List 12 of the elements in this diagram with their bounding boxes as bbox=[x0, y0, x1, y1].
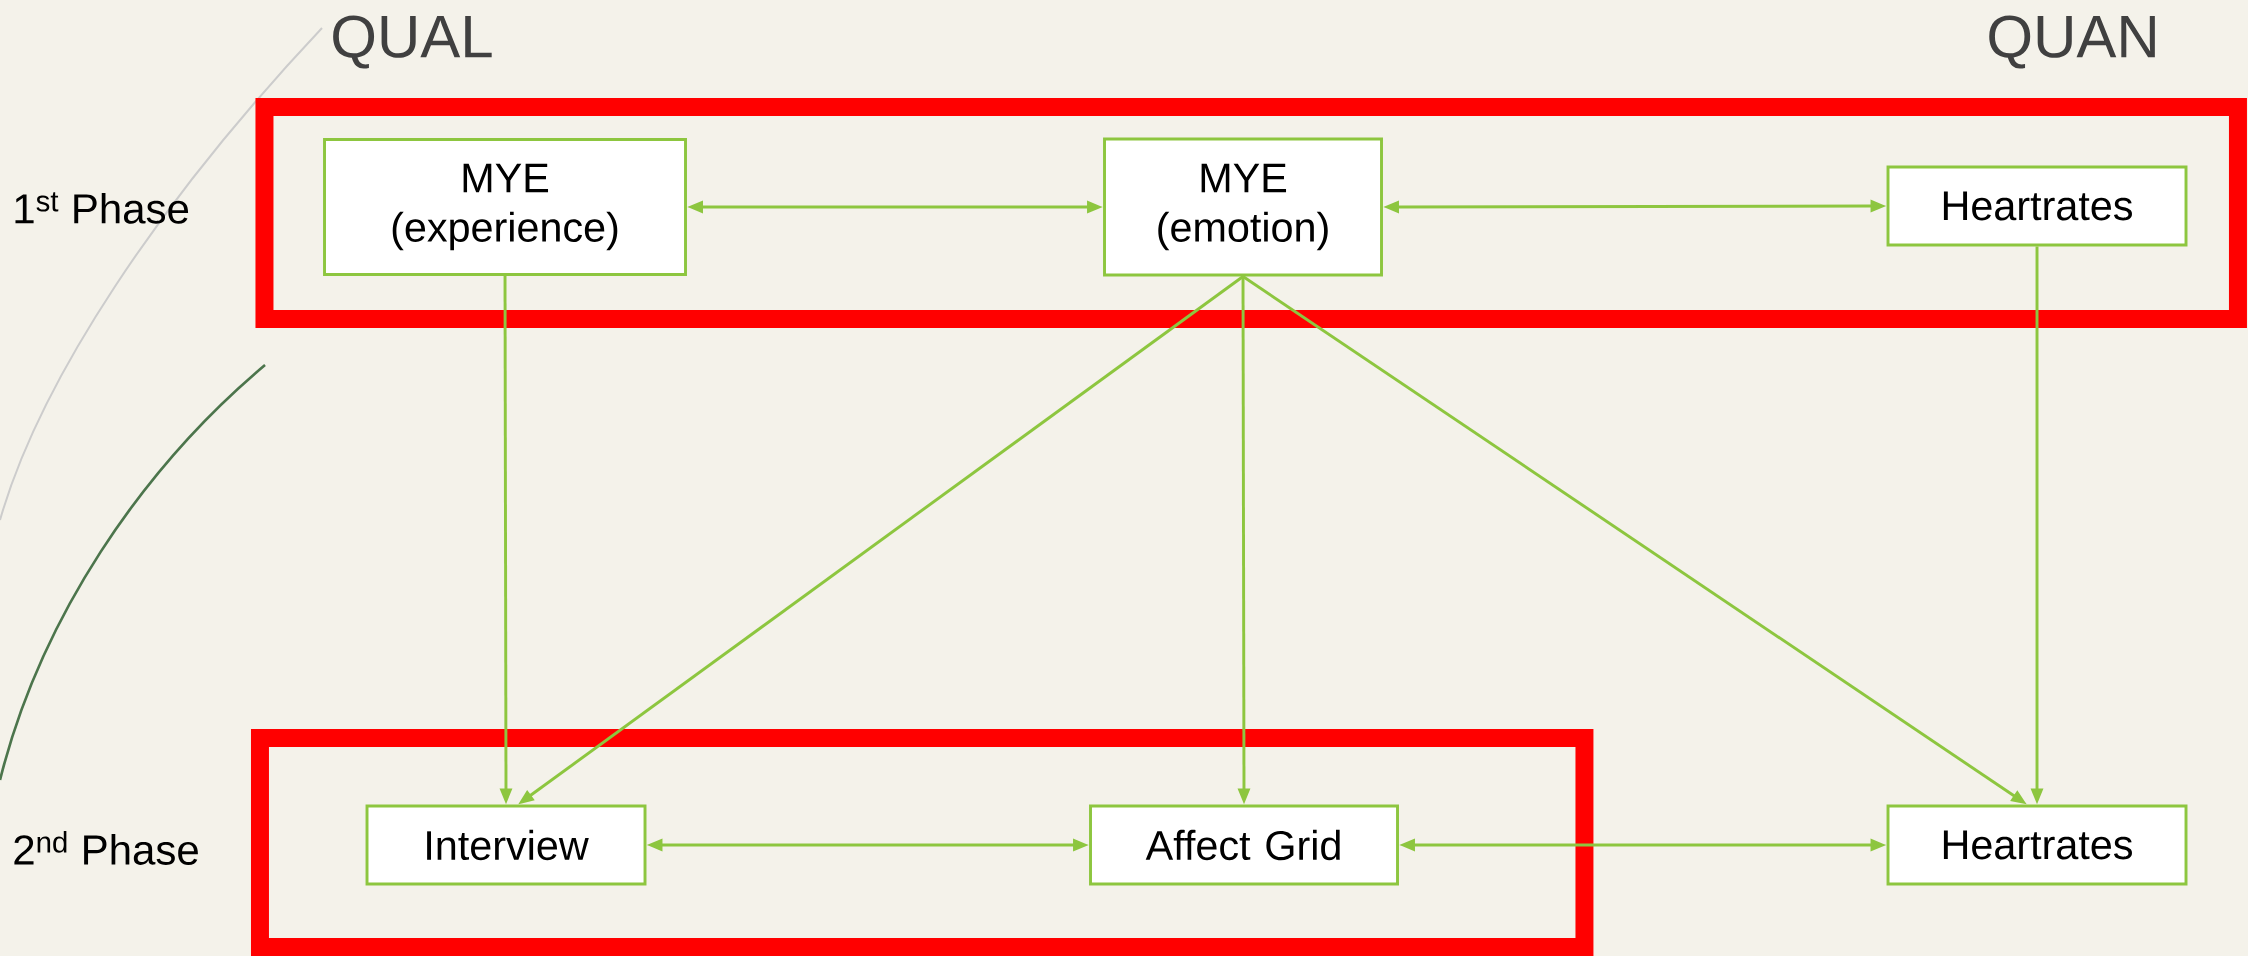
phase-frame bbox=[255, 98, 2247, 328]
phase-frame bbox=[250, 729, 1594, 956]
process-box: Affect Grid bbox=[1089, 804, 1399, 886]
process-box: MYE (emotion) bbox=[1103, 137, 1383, 277]
process-box: Heartrates bbox=[1886, 165, 2188, 247]
column-heading: QUAL bbox=[333, 15, 492, 69]
process-box: Heartrates bbox=[1886, 804, 2188, 886]
phase-label: 2$^{nd}$ Phase bbox=[14, 831, 198, 865]
column-heading: QUAN bbox=[1989, 15, 2155, 69]
process-box: Interview bbox=[365, 804, 647, 886]
phase-label: 1$^{st}$ Phase bbox=[15, 192, 189, 224]
process-box: MYE (experience) bbox=[323, 138, 687, 276]
